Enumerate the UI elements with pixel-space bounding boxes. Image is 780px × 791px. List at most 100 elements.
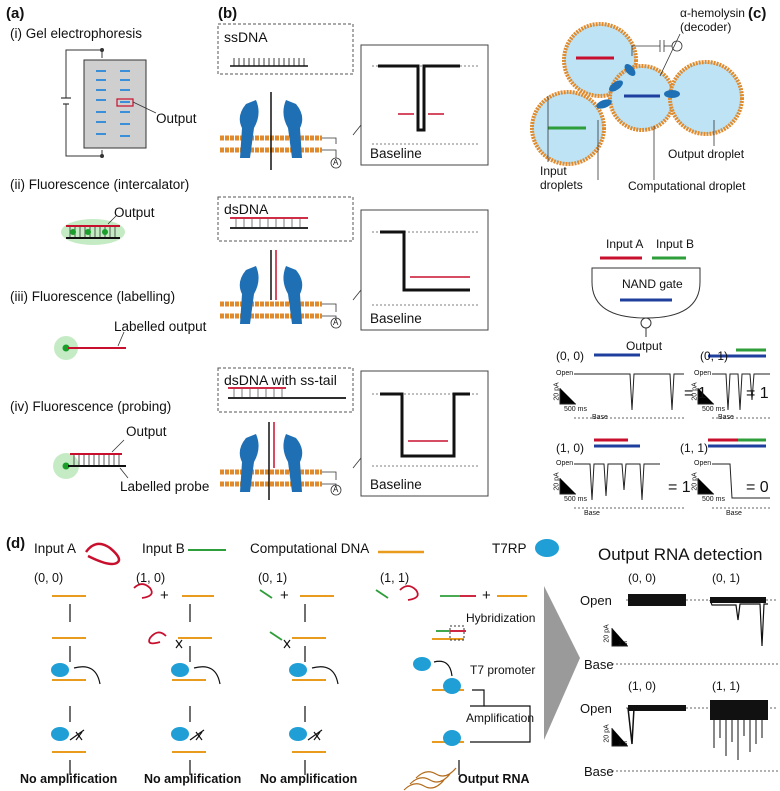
rna-base-1: Base (584, 657, 614, 672)
nand-input-a: Input A (606, 237, 644, 251)
rna-state-11: (1, 1) (712, 679, 741, 693)
legend-input-b: Input B (142, 541, 185, 556)
labelled-output-label: Labelled output (114, 319, 207, 334)
input-droplets-label: Input droplets (540, 164, 583, 192)
legend-computational-dna: Computational DNA (250, 541, 370, 556)
rna-open-1: Open (580, 593, 612, 608)
panel-b-label: (b) (218, 5, 238, 22)
trace-00-scale: 20 pA (553, 382, 561, 401)
panel-c-label: (c) (748, 5, 767, 22)
trace-11-scale: 20 pA (691, 472, 699, 491)
probing-diagram (53, 439, 129, 479)
ammeter-3: A (333, 485, 339, 494)
case-01-result: No amplification (260, 772, 358, 786)
trace-10-state: (1, 0) (556, 441, 585, 455)
trace-01-base: Base (718, 414, 734, 421)
legend-t7rp: T7RP (492, 541, 527, 556)
nand-gate (591, 256, 701, 337)
trace-11-open: Open (694, 460, 712, 467)
membrane-row-2 (220, 250, 322, 324)
panel-a-item3-title: (iii) Fluorescence (labelling) (10, 289, 176, 304)
b-row3-title: dsDNA with ss-tail (224, 372, 337, 388)
rna-detection-traces (611, 594, 778, 772)
panel-a-item4-title: (iv) Fluorescence (probing) (10, 399, 172, 414)
case-11-result: Output RNA (458, 772, 530, 786)
computational-droplet-label: Computational droplet (628, 179, 746, 193)
trace-00-open: Open (556, 370, 574, 377)
rna-open-2: Open (580, 701, 612, 716)
labelled-probe-label: Labelled probe (120, 479, 210, 494)
panel-d-graphics (51, 539, 559, 791)
trace-01-open: Open (694, 370, 712, 377)
rna-state-01: (0, 1) (712, 571, 741, 585)
panel-c-traces (559, 348, 770, 509)
plus-sign-1: + (160, 587, 169, 604)
trace-11-result: = 0 (746, 479, 769, 496)
plus-sign-3: + (482, 587, 491, 604)
nand-output-label: Output (626, 339, 663, 353)
panel-b-graphics (217, 23, 489, 500)
ammeter-1: A (333, 158, 339, 167)
step-t7-promoter: T7 promoter (470, 663, 536, 677)
nand-gate-label: NAND gate (622, 277, 683, 291)
membrane-row-1 (220, 92, 322, 170)
trace-10-result: = 1 (668, 479, 691, 496)
rna-time-1: 1 s (618, 640, 628, 647)
rna-base-2: Base (584, 764, 614, 779)
trace-01-time: 500 ms (702, 406, 725, 413)
panel-a-item2-title: (ii) Fluorescence (intercalator) (10, 177, 190, 192)
trace-00-base: Base (592, 414, 608, 421)
trace-00-state: (0, 0) (556, 349, 585, 363)
trace-10-scale: 20 pA (553, 472, 561, 491)
b-row2-title: dsDNA (224, 201, 269, 217)
panel-d-label: (d) (6, 535, 26, 552)
intercalator-diagram (61, 215, 125, 245)
b-row1-baseline: Baseline (370, 146, 422, 161)
b-row2-baseline: Baseline (370, 311, 422, 326)
rna-scale-1: 20 pA (603, 624, 611, 643)
trace-00-time: 500 ms (564, 406, 587, 413)
trace-01-result: = 1 (746, 385, 769, 402)
panel-a-item1-title: (i) Gel electrophoresis (10, 26, 143, 41)
b-row3-baseline: Baseline (370, 477, 422, 492)
case-11-state: (1, 1) (380, 571, 410, 585)
labelled-output-diagram (54, 331, 126, 360)
panel-a-label: (a) (6, 5, 25, 22)
trace-10-open: Open (556, 460, 574, 467)
case-10-state: (1, 0) (136, 571, 166, 585)
plus-sign-2: + (280, 587, 289, 604)
probing-output-label: Output (126, 424, 167, 439)
step-hybridization: Hybridization (466, 611, 536, 625)
trace-11-state: (1, 1) (680, 441, 709, 455)
rna-time-2: 1 s (618, 740, 628, 747)
rna-scale-2: 20 pA (603, 724, 611, 743)
case-10-result: No amplification (144, 772, 242, 786)
trace-01-scale: 20 pA (691, 382, 699, 401)
gel-output-label: Output (156, 111, 197, 126)
step-amplification: Amplification (466, 711, 535, 725)
membrane-row-3 (220, 422, 322, 500)
panel-c-droplets (530, 22, 744, 180)
trace-11-time: 500 ms (702, 496, 725, 503)
rna-state-10: (1, 0) (628, 679, 657, 693)
ammeter-2: A (333, 318, 339, 327)
trace-11-base: Base (726, 510, 742, 517)
intercalator-output-label: Output (114, 205, 155, 220)
arrow-triangle (544, 586, 580, 740)
trace-00-result: = 1 (684, 385, 707, 402)
case-00-state: (0, 0) (34, 571, 64, 585)
nand-input-b: Input B (656, 237, 695, 251)
gel-electrophoresis-diagram (61, 48, 157, 158)
legend-input-a: Input A (34, 541, 77, 556)
rna-state-00: (0, 0) (628, 571, 657, 585)
trace-10-base: Base (584, 510, 600, 517)
rna-detection-title: Output RNA detection (598, 545, 763, 564)
case-00-result: No amplification (20, 772, 118, 786)
output-droplet-label: Output droplet (668, 147, 745, 161)
trace-10-time: 500 ms (564, 496, 587, 503)
case-01-state: (0, 1) (258, 571, 288, 585)
decoder-label: α-hemolysin (decoder) (680, 6, 745, 34)
trace-01-state: (0, 1) (700, 349, 729, 363)
b-row1-title: ssDNA (224, 29, 268, 45)
